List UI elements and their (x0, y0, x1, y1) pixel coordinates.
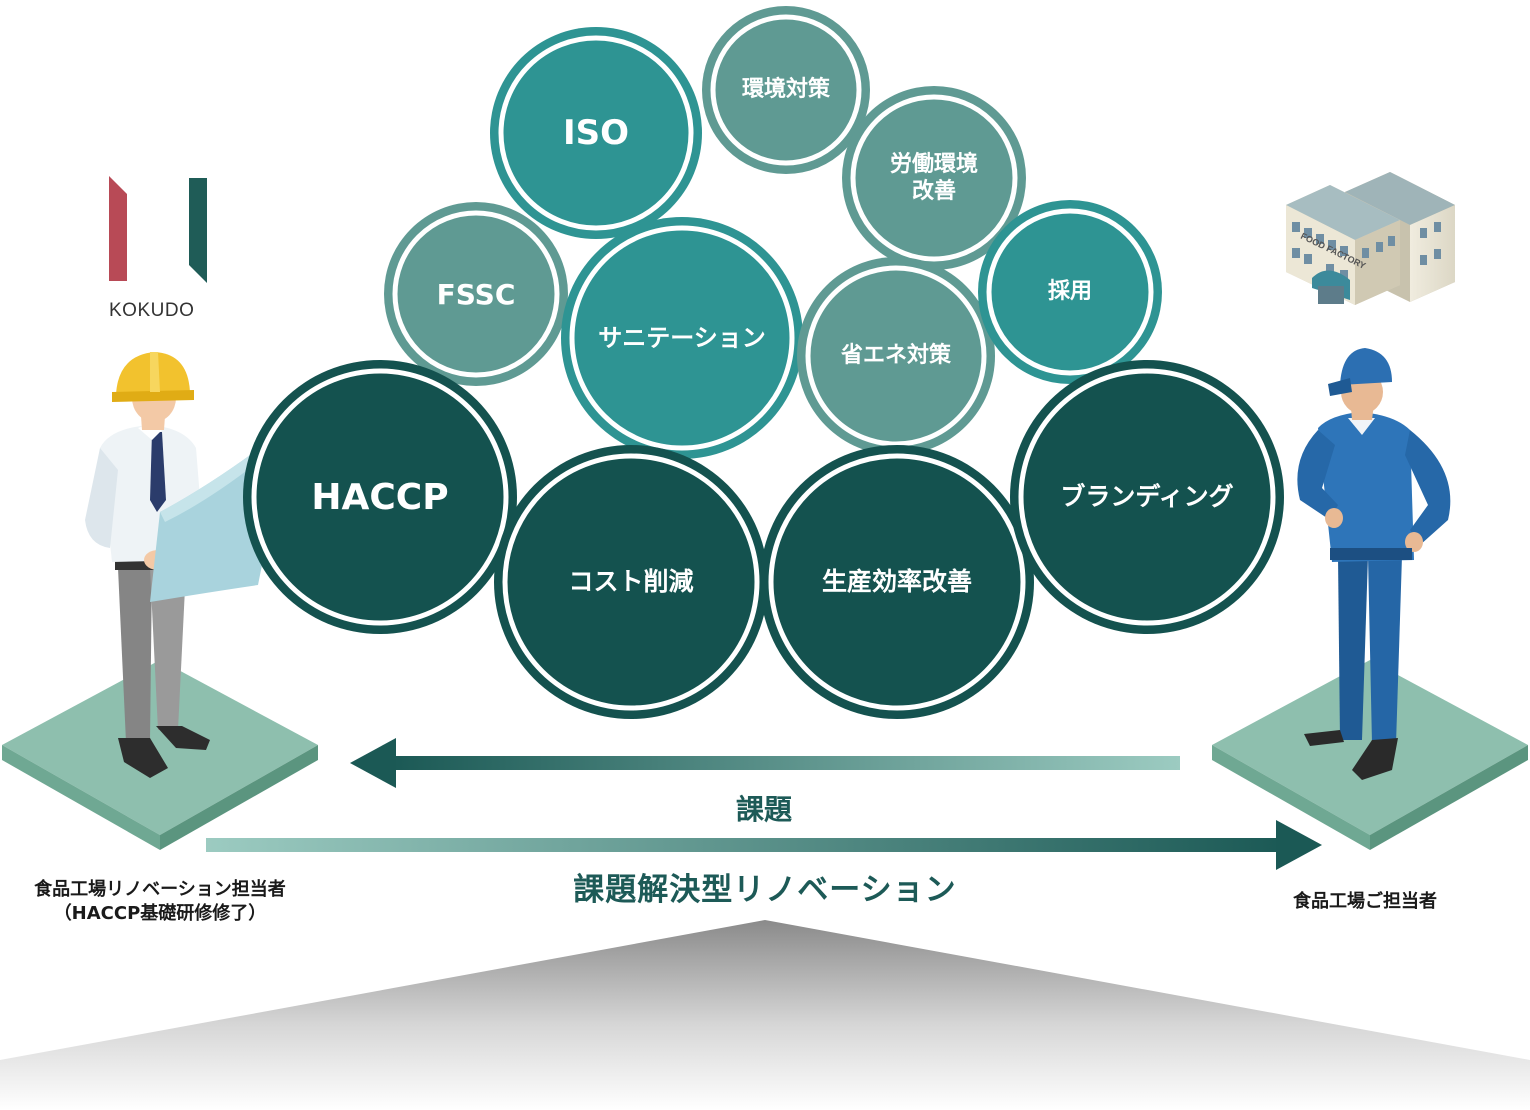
topic-bubble-inner-ring-9 (768, 453, 1026, 711)
topic-bubble-ring-4 (561, 217, 803, 459)
topic-bubble-inner-ring-7 (251, 368, 509, 626)
issue-arrow (350, 738, 1180, 788)
left-person-caption: 食品工場リノベーション担当者 （HACCP基礎研修修了） (34, 879, 286, 925)
solution-arrow-shaft (206, 838, 1286, 852)
topic-bubble-inner-ring-0 (498, 35, 694, 231)
topic-bubble-inner-ring-2 (850, 94, 1018, 262)
solution-arrow-head (1276, 820, 1322, 870)
topic-bubble-inner-ring-3 (392, 210, 560, 378)
solution-label: 課題解決型リノベーション (573, 872, 957, 908)
solution-arrow (206, 820, 1322, 870)
topic-bubble-ring-2 (842, 86, 1026, 270)
topic-bubble-ring-10 (1010, 360, 1284, 634)
topic-bubble-ring-3 (384, 202, 568, 386)
right-person-caption: 食品工場ご担当者 (1293, 891, 1437, 912)
issue-label: 課題 (735, 793, 792, 826)
topic-bubble-inner-ring-10 (1018, 368, 1276, 626)
issue-arrow-shaft (392, 756, 1180, 770)
topic-bubble-inner-ring-8 (502, 453, 760, 711)
topic-bubble-ring-1 (702, 6, 870, 174)
topic-bubbles-group (243, 6, 1284, 719)
kokudo-logo-text: KOKUDO (109, 300, 195, 321)
factory-building-illustration: FOOD FACTORY (1286, 172, 1455, 305)
topic-bubble-inner-ring-1 (710, 14, 862, 166)
topic-bubble-inner-ring-5 (805, 265, 987, 447)
topic-bubble-ring-5 (797, 257, 995, 455)
bottom-fan-shape (0, 920, 1530, 1110)
issue-arrow-head (350, 738, 396, 788)
topic-bubble-ring-0 (490, 27, 702, 239)
factory-worker-person-illustration (1297, 348, 1451, 780)
topic-bubble-inner-ring-6 (986, 208, 1154, 376)
topic-bubble-ring-6 (978, 200, 1162, 384)
left-platform (2, 660, 318, 850)
topic-bubble-inner-ring-4 (569, 225, 795, 451)
topic-bubble-ring-8 (494, 445, 768, 719)
kokudo-logo-mark (109, 176, 207, 283)
topic-bubble-ring-9 (760, 445, 1034, 719)
topic-bubble-ring-7 (243, 360, 517, 634)
